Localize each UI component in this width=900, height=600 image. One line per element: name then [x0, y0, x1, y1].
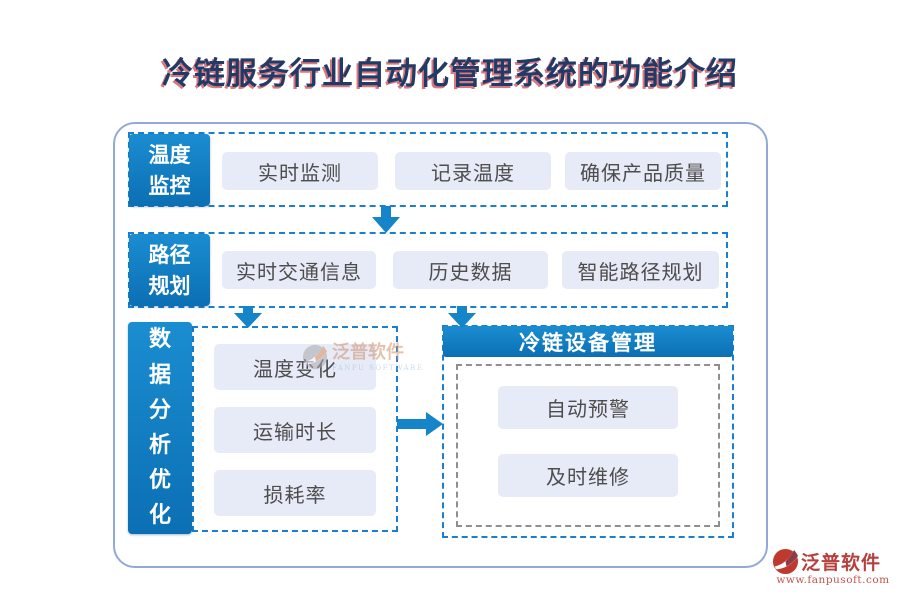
- row-temperature-label: 温度监控: [129, 134, 210, 206]
- analysis-label: 数据分析优化: [128, 322, 192, 534]
- node-label: 及时维修: [546, 465, 630, 489]
- equipment-inner-box: [456, 364, 720, 527]
- node-loss-rate: 损耗率: [214, 470, 376, 516]
- node-timely-repair: 及时维修: [498, 454, 678, 497]
- right-arrow-icon: [397, 412, 443, 436]
- node-label: 温度变化: [253, 356, 337, 381]
- node-label: 历史数据: [428, 259, 513, 284]
- node-realtime-monitoring: 实时监测: [222, 152, 378, 190]
- node-record-temperature: 记录温度: [395, 152, 551, 190]
- analysis-label-text: 数据分析优化: [148, 326, 171, 529]
- row-route-label-text: 路径规划: [148, 241, 191, 299]
- node-historical-data: 历史数据: [393, 251, 548, 289]
- fanpu-logo-icon: [772, 548, 799, 575]
- node-temperature-change: 温度变化: [214, 344, 376, 390]
- node-label: 实时监测: [258, 160, 342, 185]
- down-arrow-icon: [448, 306, 476, 328]
- node-label: 实时交通信息: [236, 259, 362, 284]
- node-label: 损耗率: [263, 482, 327, 507]
- node-label: 运输时长: [253, 419, 337, 444]
- equipment-header-text: 冷链设备管理: [519, 329, 657, 355]
- down-arrow-icon: [372, 206, 400, 233]
- page-title: 冷链服务行业自动化管理系统的功能介绍: [162, 56, 738, 92]
- node-label: 自动预警: [546, 397, 630, 421]
- down-arrow-icon: [234, 306, 262, 328]
- node-transport-duration: 运输时长: [214, 407, 376, 453]
- node-label: 确保产品质量: [580, 160, 706, 185]
- row-route-label: 路径规划: [129, 234, 210, 306]
- node-auto-alert: 自动预警: [498, 386, 678, 429]
- node-label: 智能路径规划: [577, 259, 704, 284]
- node-ensure-product-quality: 确保产品质量: [565, 152, 721, 190]
- footer-website: www.fanpusoft.com: [776, 574, 890, 586]
- node-realtime-traffic-info: 实时交通信息: [222, 251, 376, 289]
- equipment-panel: [442, 325, 734, 538]
- equipment-panel-header: 冷链设备管理: [443, 326, 733, 357]
- footer-brand: 泛普软件 www.fanpusoft.com: [772, 548, 894, 586]
- node-smart-route-planning: 智能路径规划: [562, 251, 719, 289]
- row-temperature-label-text: 温度监控: [148, 141, 191, 199]
- footer-brand-name: 泛普软件: [801, 552, 882, 574]
- node-label: 记录温度: [431, 160, 515, 185]
